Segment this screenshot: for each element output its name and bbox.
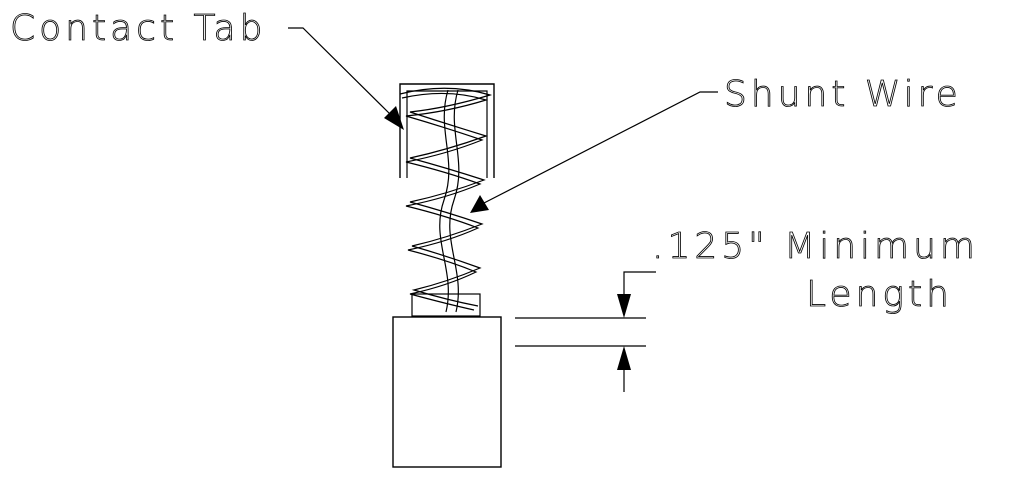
dimension-value-label: .125" Minimum xyxy=(652,226,979,267)
spring xyxy=(399,87,493,311)
contact-tab-label: Contact Tab xyxy=(10,8,266,49)
brush-collar xyxy=(411,293,481,317)
dimension-arrows xyxy=(617,271,656,392)
dimension-extension-lines xyxy=(515,317,646,347)
dimension-length-label: Length xyxy=(806,274,953,315)
carbon-brush-body xyxy=(392,316,502,468)
contact-tab xyxy=(399,83,495,178)
shunt-wire xyxy=(439,89,460,313)
shunt-wire-label: Shunt Wire xyxy=(724,74,962,115)
contact-tab-leader xyxy=(288,27,404,130)
shunt-wire-leader xyxy=(470,91,718,213)
